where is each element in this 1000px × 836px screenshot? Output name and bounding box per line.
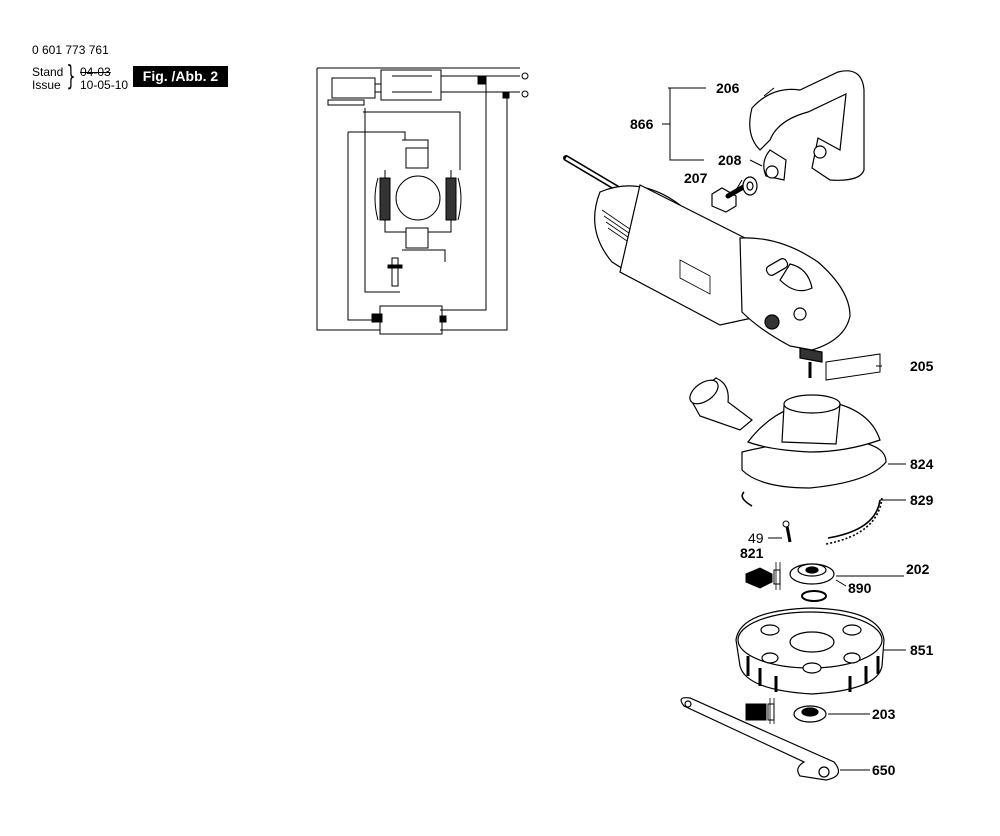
callout-202: 202 <box>906 561 930 577</box>
lock-nut <box>793 705 827 723</box>
screw-821 <box>782 520 792 543</box>
callout-824: 824 <box>910 456 934 472</box>
brace-glyph: } <box>66 59 76 92</box>
auxiliary-handle <box>749 70 865 181</box>
callout-890: 890 <box>848 580 872 596</box>
cup-wheel <box>735 607 885 695</box>
wiring-diagram <box>316 67 529 335</box>
callout-205: 205 <box>910 358 934 374</box>
callout-206: 206 <box>716 80 740 96</box>
callout-650: 650 <box>872 762 896 778</box>
bolt-and-washer <box>711 176 758 213</box>
document-number: 0 601 773 761 <box>32 43 109 57</box>
issue-date: 10-05-10 <box>80 78 129 92</box>
callout-851: 851 <box>910 642 934 658</box>
callout-208: 208 <box>718 152 742 168</box>
callout-821: 821 <box>740 545 764 561</box>
callout-203: 203 <box>872 706 896 722</box>
wrench-symbol <box>745 562 781 724</box>
issue-label: Issue <box>32 78 61 92</box>
protection-guard <box>689 377 887 489</box>
figure-label: Fig. /Abb. 2 <box>133 66 228 87</box>
spanner <box>680 697 840 781</box>
clamping-flange <box>789 563 835 602</box>
callout-leaders <box>662 87 906 771</box>
stand-label: Stand <box>32 65 64 79</box>
callout-49: 49 <box>748 530 764 546</box>
stand-date: 04-03 <box>80 65 111 79</box>
label-plate <box>825 353 881 381</box>
callout-207: 207 <box>684 170 708 186</box>
callout-866: 866 <box>630 116 654 132</box>
callout-829: 829 <box>910 492 934 508</box>
angle-grinder-body <box>563 155 851 378</box>
brush-ring <box>741 491 883 545</box>
